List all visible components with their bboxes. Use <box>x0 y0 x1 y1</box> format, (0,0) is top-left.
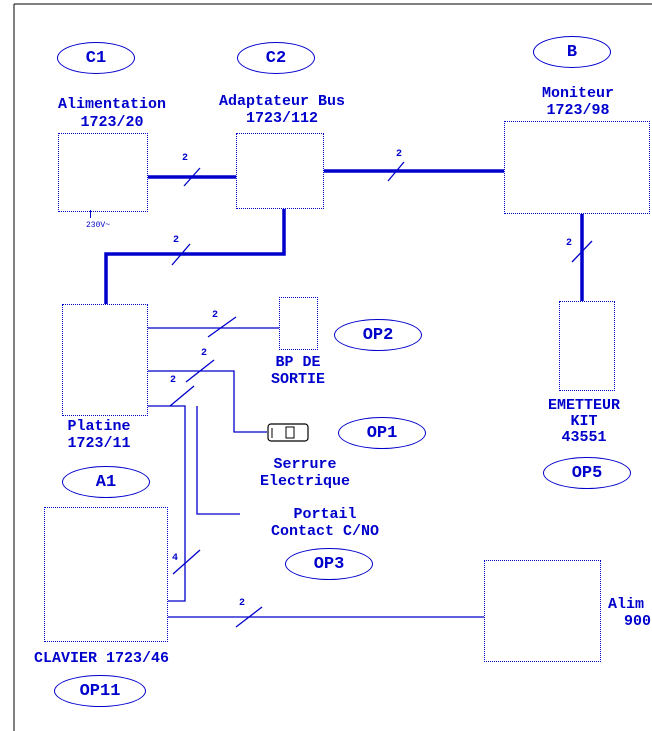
transmitter-frame <box>559 301 615 391</box>
op5-line1-label: EMETTEUR <box>547 397 620 414</box>
op5-code-badge: OP5 <box>543 457 631 489</box>
monitor-frame <box>504 121 650 214</box>
wire-count-a1-op3: 2 <box>170 375 177 386</box>
c1-ref-label: 1723/20 <box>80 114 144 131</box>
op2-line2-label: SORTIE <box>270 371 325 388</box>
wire-count-op11-alim: 2 <box>239 598 246 609</box>
wire-a1-op1 <box>146 370 267 433</box>
c1-voltage-label: 230V~ <box>86 221 111 230</box>
wire-count-a1-op1: 2 <box>201 348 208 359</box>
c2-frame <box>236 133 324 209</box>
alim2-line2-label: 900 <box>624 613 652 630</box>
op3-line2-label: Contact C/NO <box>270 523 380 540</box>
op1-line1-label: Serrure <box>273 456 337 473</box>
wire-count-c2-a1: 2 <box>173 235 180 246</box>
panel-ref-label: 1723/11 <box>67 435 131 452</box>
op1-line2-label: Electrique <box>259 473 350 490</box>
a1-code-badge: A1 <box>62 466 150 498</box>
b-code-badge: B <box>533 36 611 68</box>
c1-name-label: Alimentation <box>57 96 167 113</box>
op1-code-badge: OP1 <box>338 417 426 449</box>
exit-button-frame <box>279 297 318 350</box>
c2-code-badge: C2 <box>237 42 315 74</box>
keypad-frame <box>44 507 168 642</box>
c1-code-badge: C1 <box>57 42 135 74</box>
bus-wires <box>104 169 584 304</box>
electric-lock-image <box>267 423 309 442</box>
c1-frame <box>58 133 148 212</box>
wire-count-c2-b: 2 <box>396 149 403 160</box>
op3-code-badge: OP3 <box>285 548 373 580</box>
panel-frame <box>62 304 148 416</box>
op2-code-badge: OP2 <box>334 319 422 351</box>
alim2-line1-label: Alim <box>608 596 645 613</box>
monitor-name-label: Moniteur <box>541 85 614 102</box>
c2-ref-label: 1723/112 <box>245 110 318 127</box>
c2-name-label: Adaptateur Bus <box>218 93 346 110</box>
panel-name-label: Platine <box>67 418 131 435</box>
wire-c2-a1 <box>104 207 286 304</box>
thin-wires <box>143 327 484 618</box>
keypad-name-label: CLAVIER 1723/46 <box>34 650 170 667</box>
wire-count-a1-op11: 4 <box>172 553 179 564</box>
wire-count-c1-c2: 2 <box>182 153 189 164</box>
op3-line1-label: Portail <box>293 506 357 523</box>
wire-count-a1-op2: 2 <box>212 310 219 321</box>
c1-voltage-tick <box>90 210 91 218</box>
alim-frame <box>484 560 601 662</box>
wire-count-b-op5: 2 <box>566 238 573 249</box>
wire-a1-op11 <box>143 405 186 602</box>
op5-line3-label: 43551 <box>561 429 607 446</box>
op5-line2-label: KIT <box>570 413 598 430</box>
monitor-ref-label: 1723/98 <box>546 102 610 119</box>
wire-a1-op3 <box>196 406 240 515</box>
op11-code-badge: OP11 <box>54 675 146 707</box>
op2-line1-label: BP DE <box>275 354 321 371</box>
wire-ticks <box>169 161 593 628</box>
